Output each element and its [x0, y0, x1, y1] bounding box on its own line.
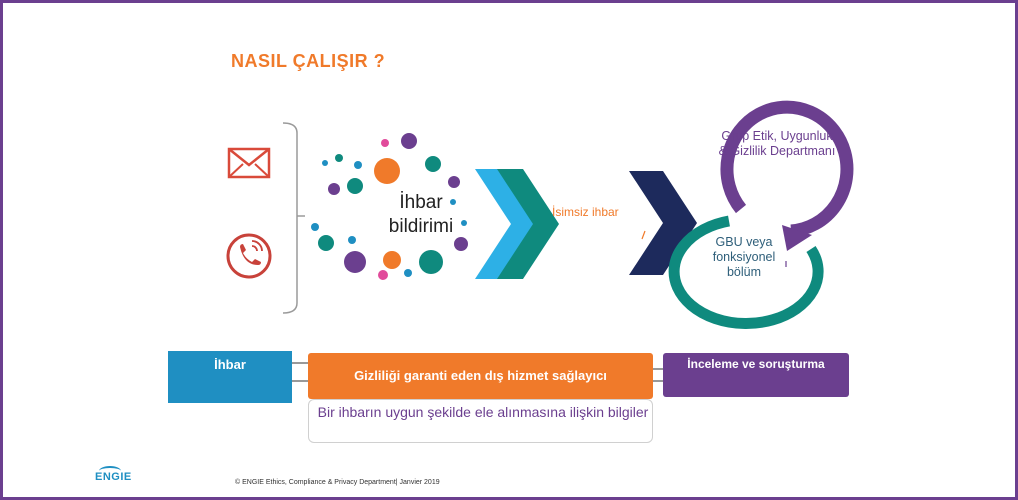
cycle-arrow-purple: [782, 225, 812, 251]
ethics-department-label: Grup Etik, Uygunluk & Gizlilik Departman…: [718, 129, 836, 158]
arrow-mark: [641, 230, 646, 240]
info-text: Bir ihbarın uygun şekilde ele alınmasına…: [317, 404, 649, 420]
flow-step-report: İhbar: [168, 351, 292, 403]
functional-unit-label: GBU veya fonksiyonel bölüm: [712, 235, 776, 279]
cycle-arc-purple: [720, 100, 854, 238]
flow-step-investigation-label: İnceleme ve soruşturma: [687, 357, 825, 371]
footer-copyright: © ENGIE Ethics, Compliance & Privacy Dep…: [235, 479, 440, 486]
chevron-blue: [475, 169, 537, 279]
info-box: [308, 399, 653, 443]
chevron-teal: [497, 169, 559, 279]
flow-step-provider: Gizliliği garanti eden dış hizmet sağlay…: [308, 353, 653, 399]
process-diagram: [226, 100, 854, 382]
anonymous-report-label: İsimsiz ihbar: [552, 205, 619, 219]
envelope-icon: [227, 147, 271, 179]
cycle-arc-teal: [668, 215, 824, 330]
report-notification-label: İhbar bildirimi: [388, 192, 454, 237]
dot-ring: [311, 133, 468, 280]
flow-step-report-label: İhbar: [214, 357, 246, 372]
flow-step-provider-label: Gizliliği garanti eden dış hizmet sağlay…: [354, 368, 607, 383]
chevron-navy: [629, 171, 697, 275]
logo-arc: [99, 466, 121, 476]
engie-logo: ENGIE: [95, 471, 132, 483]
flow-step-investigation: İnceleme ve soruşturma: [663, 353, 849, 397]
page-title: NASIL ÇALIŞIR ?: [231, 51, 386, 71]
phone-icon: [226, 233, 272, 279]
channel-bracket: [282, 122, 298, 314]
